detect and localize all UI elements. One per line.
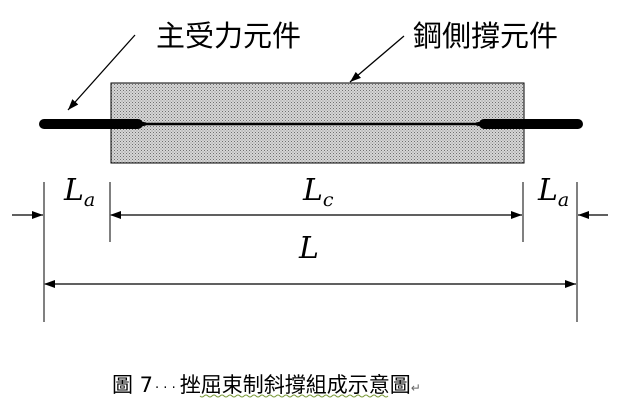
main-element-leader	[67, 34, 136, 111]
la-right-main: L	[537, 173, 558, 208]
l-total-label: L	[298, 231, 319, 266]
spellcheck-underline	[199, 394, 389, 398]
lc-subscript: c	[323, 189, 334, 211]
lc-label: Lc	[302, 173, 334, 211]
main-element-label: 主受力元件	[156, 19, 301, 53]
caption-prefix: 圖 7	[112, 373, 153, 397]
steel-brace-label: 鋼側撐元件	[413, 19, 558, 53]
la-right-label: La	[537, 173, 569, 211]
figure-caption: 圖 7· · · 挫屈束制斜撐組成示意圖↵	[112, 373, 421, 397]
la-right-subscript: a	[558, 189, 569, 211]
core-left-taper	[130, 119, 146, 129]
lc-main: L	[302, 173, 323, 208]
caption-title: 挫屈束制斜撐組成示意圖	[180, 373, 411, 397]
caption-dots: · · ·	[155, 381, 176, 396]
caption-mark: ↵	[411, 381, 421, 395]
la-left-subscript: a	[84, 189, 95, 211]
core-right-taper	[476, 119, 492, 129]
la-left-label: La	[63, 173, 95, 211]
la-left-main: L	[63, 173, 84, 208]
steel-brace-leader	[349, 35, 405, 83]
